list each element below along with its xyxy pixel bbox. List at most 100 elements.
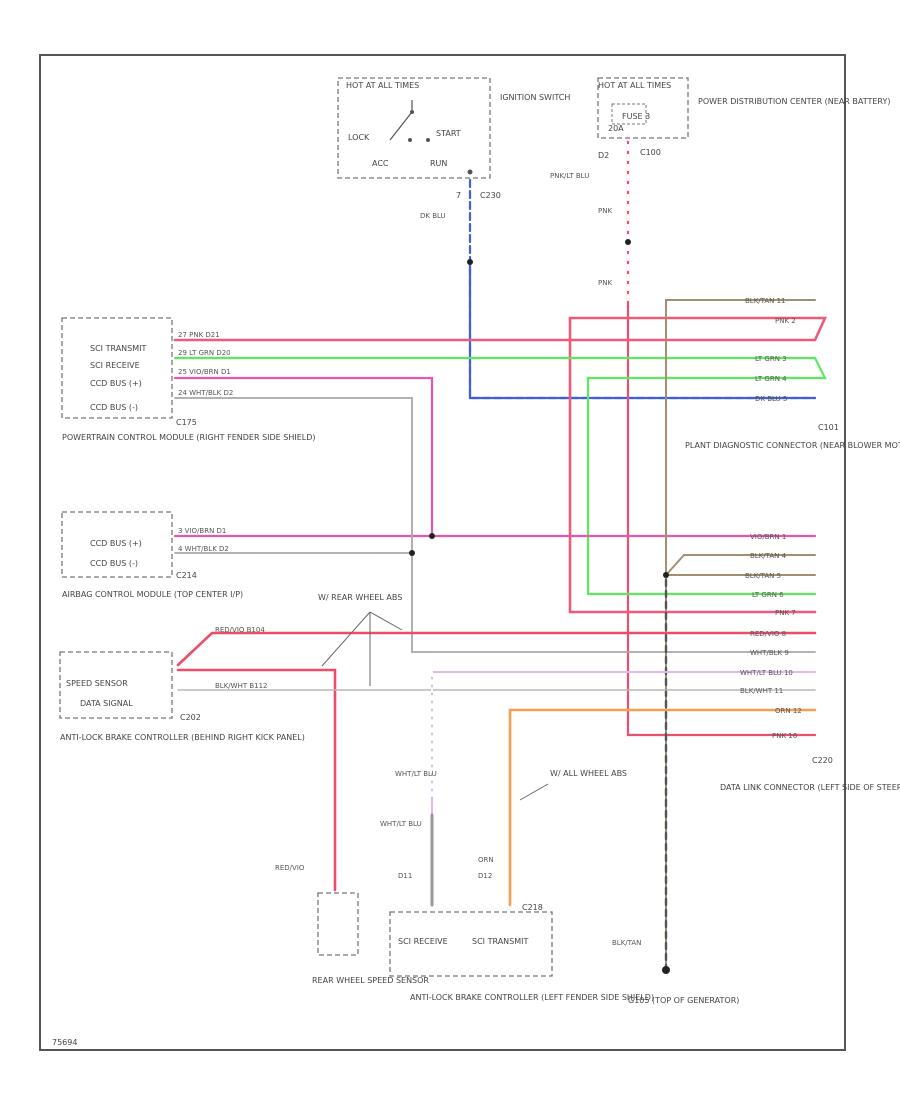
svg-text:SPEED SENSOR: SPEED SENSOR (66, 679, 128, 688)
svg-text:W/ REAR WHEEL ABS: W/ REAR WHEEL ABS (318, 593, 402, 602)
airbag-control-module: CCD BUS (+) CCD BUS (-) 3 VIO/BRN D1 4 W… (61, 511, 243, 599)
svg-text:WHT/LT BLU: WHT/LT BLU (395, 770, 437, 778)
svg-text:CCD BUS (+): CCD BUS (+) (90, 379, 142, 388)
svg-text:G105 (TOP OF GENERATOR): G105 (TOP OF GENERATOR) (628, 996, 739, 1005)
wire-pnk-pcm (173, 316, 828, 614)
svg-text:BLK/WHT 11: BLK/WHT 11 (740, 687, 783, 695)
svg-text:LT GRN 3: LT GRN 3 (755, 355, 787, 363)
svg-text:C214: C214 (176, 571, 197, 580)
svg-text:RUN: RUN (430, 159, 447, 168)
splice-wht-blk (409, 550, 415, 556)
svg-text:RED/VIO B104: RED/VIO B104 (215, 626, 265, 634)
wire-vio-brn-pcm (173, 376, 434, 538)
svg-text:C202: C202 (180, 713, 201, 722)
svg-text:HOT AT ALL TIMES: HOT AT ALL TIMES (346, 81, 419, 90)
svg-text:POWER DISTRIBUTION CENTER (NEA: POWER DISTRIBUTION CENTER (NEAR BATTERY) (698, 97, 891, 106)
svg-text:PNK 2: PNK 2 (775, 317, 796, 325)
svg-text:25 VIO/BRN D1: 25 VIO/BRN D1 (178, 368, 231, 376)
svg-text:PNK: PNK (598, 207, 612, 215)
svg-text:ANTI-LOCK BRAKE CONTROLLER (BE: ANTI-LOCK BRAKE CONTROLLER (BEHIND RIGHT… (60, 733, 305, 742)
wire-pnk-fuse (626, 133, 817, 737)
svg-text:BLK/TAN: BLK/TAN (612, 939, 641, 947)
svg-text:SCI TRANSMIT: SCI TRANSMIT (472, 937, 528, 946)
splice-vio-brn (429, 533, 435, 539)
svg-text:POWERTRAIN CONTROL MODULE (RIG: POWERTRAIN CONTROL MODULE (RIGHT FENDER … (62, 433, 316, 442)
svg-text:START: START (436, 129, 461, 138)
splice-pnk (625, 239, 631, 245)
svg-text:ACC: ACC (372, 159, 389, 168)
diagram-frame (39, 54, 846, 1051)
svg-text:C230: C230 (480, 191, 501, 200)
svg-text:HOT AT ALL TIMES: HOT AT ALL TIMES (598, 81, 671, 90)
svg-text:CCD BUS (+): CCD BUS (+) (90, 539, 142, 548)
svg-text:ANTI-LOCK BRAKE CONTROLLER (LE: ANTI-LOCK BRAKE CONTROLLER (LEFT FENDER … (410, 993, 654, 1002)
wire-blk-tan-plant (665, 299, 816, 971)
wire-blk-tan-dlc4 (665, 554, 816, 576)
svg-text:WHT/BLK 9: WHT/BLK 9 (750, 649, 789, 657)
wire-red-vio-top (176, 631, 817, 667)
svg-text:7: 7 (456, 191, 461, 200)
svg-text:IGNITION SWITCH: IGNITION SWITCH (500, 93, 570, 102)
svg-text:LOCK: LOCK (348, 133, 370, 142)
svg-text:LT GRN 6: LT GRN 6 (752, 591, 784, 599)
svg-text:D12: D12 (478, 872, 492, 880)
svg-text:24 WHT/BLK D2: 24 WHT/BLK D2 (178, 389, 233, 397)
svg-text:C175: C175 (176, 418, 197, 427)
ground-g105: BLK/TAN G105 (TOP OF GENERATOR) (612, 939, 739, 1005)
svg-text:SCI RECEIVE: SCI RECEIVE (398, 937, 448, 946)
svg-text:VIO/BRN 1: VIO/BRN 1 (750, 533, 786, 541)
rear-wheel-speed-sensor: RED/VIO REAR WHEEL SPEED SENSOR (275, 864, 429, 985)
svg-text:ORN: ORN (478, 856, 494, 864)
svg-text:FUSE 3: FUSE 3 (622, 112, 650, 121)
svg-text:PNK 16: PNK 16 (772, 732, 798, 740)
ground-g105-dot (662, 966, 670, 974)
svg-text:RED/VIO 8: RED/VIO 8 (750, 630, 786, 638)
svg-text:BLK/WHT B112: BLK/WHT B112 (215, 682, 268, 690)
svg-text:PNK: PNK (598, 279, 612, 287)
svg-text:CCD BUS (-): CCD BUS (-) (90, 403, 138, 412)
svg-text:29 LT GRN D20: 29 LT GRN D20 (178, 349, 231, 357)
svg-text:REAR WHEEL SPEED SENSOR: REAR WHEEL SPEED SENSOR (312, 976, 429, 985)
svg-text:20A: 20A (608, 124, 624, 133)
wire-red-vio-sensor (176, 668, 337, 892)
svg-text:LT GRN 4: LT GRN 4 (755, 375, 787, 383)
svg-text:BLK/TAN 11: BLK/TAN 11 (745, 297, 786, 305)
figure-id: 75694 (52, 1038, 77, 1047)
svg-text:SCI TRANSMIT: SCI TRANSMIT (90, 344, 146, 353)
svg-text:CCD BUS (-): CCD BUS (-) (90, 559, 138, 568)
svg-text:BLK/TAN 4: BLK/TAN 4 (750, 552, 787, 560)
wire-wht-blk-pcm (174, 397, 816, 653)
svg-text:27 PNK D21: 27 PNK D21 (178, 331, 220, 339)
wire-dk-blu (468, 178, 817, 400)
data-link-connector: VIO/BRN 1 BLK/TAN 4 BLK/TAN 5 LT GRN 6 P… (720, 533, 900, 792)
abs-controller-left: SCI RECEIVE SCI TRANSMIT C218 ANTI-LOCK … (380, 769, 654, 1002)
wires (173, 133, 828, 972)
svg-text:D2: D2 (598, 151, 609, 160)
wire-dk-blu-solid (468, 263, 817, 400)
svg-text:4 WHT/BLK D2: 4 WHT/BLK D2 (178, 545, 229, 553)
svg-text:3 VIO/BRN D1: 3 VIO/BRN D1 (178, 527, 226, 535)
wire-lt-grn-pcm (173, 356, 827, 596)
svg-text:D11: D11 (398, 872, 412, 880)
plant-diagnostic-connector: BLK/TAN 11 PNK 2 LT GRN 3 LT GRN 4 DK BL… (685, 297, 900, 450)
svg-text:AIRBAG CONTROL MODULE (TOP CEN: AIRBAG CONTROL MODULE (TOP CENTER I/P) (62, 590, 243, 599)
svg-text:C220: C220 (812, 756, 833, 765)
svg-text:DATA LINK CONNECTOR (LEFT SIDE: DATA LINK CONNECTOR (LEFT SIDE OF STEERI… (720, 783, 900, 792)
svg-text:WHT/LT BLU 10: WHT/LT BLU 10 (740, 669, 793, 677)
svg-text:PNK 7: PNK 7 (775, 609, 796, 617)
splice-blk-tan (663, 572, 669, 578)
svg-text:WHT/LT BLU: WHT/LT BLU (380, 820, 422, 828)
powertrain-control-module: SCI TRANSMIT SCI RECEIVE CCD BUS (+) CCD… (61, 317, 316, 442)
power-distribution-center: HOT AT ALL TIMES FUSE 3 20A C100 POWER D… (550, 77, 891, 287)
splice-dk-blu (467, 259, 473, 265)
svg-text:RED/VIO: RED/VIO (275, 864, 305, 872)
wire-orn (508, 708, 817, 907)
svg-text:ORN 12: ORN 12 (775, 707, 802, 715)
svg-text:C100: C100 (640, 148, 661, 157)
splices (409, 239, 670, 974)
abs-controller-right: SPEED SENSOR DATA SIGNAL RED/VIO B104 BL… (59, 593, 402, 742)
svg-text:PNK/LT BLU: PNK/LT BLU (550, 172, 589, 180)
svg-text:BLK/TAN 5: BLK/TAN 5 (745, 572, 781, 580)
svg-text:SCI RECEIVE: SCI RECEIVE (90, 361, 140, 370)
